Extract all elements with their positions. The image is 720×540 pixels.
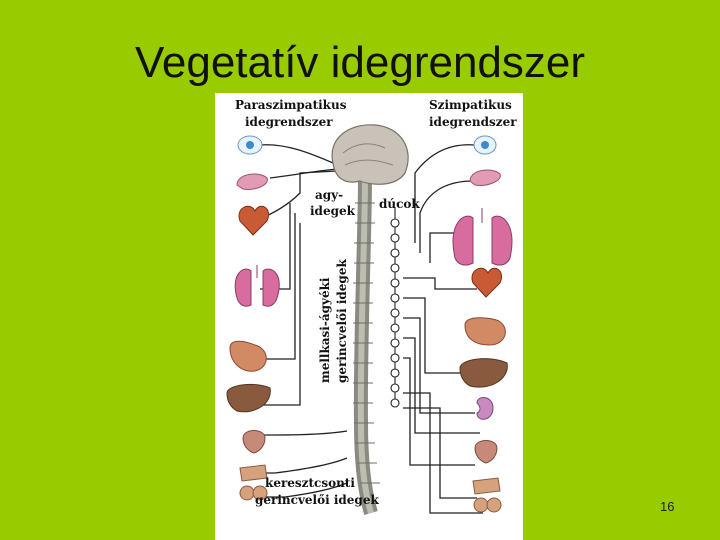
lungs-icon — [235, 265, 279, 306]
bladder-icon — [475, 441, 497, 464]
thoracolumbar-label-line1: mellkasi-ágyéki — [318, 278, 332, 383]
diagram-drawing — [215, 93, 523, 540]
slide-title: Vegetatív idegrendszer — [0, 38, 720, 88]
cranial-nerves-label-line2: idegek — [310, 204, 355, 218]
nervous-system-diagram: Paraszimpatikus idegrendszer Szimpatikus… — [215, 93, 523, 540]
bladder-icon — [243, 431, 265, 454]
heart-icon — [472, 268, 502, 297]
kidney-icon — [477, 398, 493, 420]
spinal-cord — [353, 178, 380, 513]
ganglia-label: dúcok — [379, 197, 420, 211]
eye-icon — [238, 136, 262, 154]
stomach-icon — [230, 341, 266, 371]
genitals-icon — [473, 478, 501, 512]
cranial-nerves-label-line1: agy- — [315, 188, 343, 202]
stomach-icon — [465, 318, 505, 345]
ganglia-chain — [391, 208, 399, 407]
liver-icon — [227, 384, 270, 411]
liver-icon — [460, 359, 507, 387]
sacral-label-line1: keresztcsonti — [265, 476, 355, 490]
page-number: 16 — [660, 499, 674, 514]
salivary-gland-icon — [470, 170, 500, 185]
heart-icon — [239, 206, 269, 235]
salivary-gland-icon — [237, 174, 267, 189]
thoracolumbar-label-line2: gerincvelői idegek — [335, 259, 349, 383]
brain-icon — [332, 125, 408, 184]
lungs-icon — [453, 208, 512, 265]
parasympathetic-label-line2: idegrendszer — [245, 115, 333, 129]
sympathetic-label-line1: Szimpatikus — [429, 98, 512, 112]
sacral-label-line2: gerincvelői idegek — [255, 493, 379, 507]
sympathetic-label-line2: idegrendszer — [429, 115, 517, 129]
eye-icon — [474, 136, 496, 154]
parasympathetic-label-line1: Paraszimpatikus — [235, 98, 346, 112]
